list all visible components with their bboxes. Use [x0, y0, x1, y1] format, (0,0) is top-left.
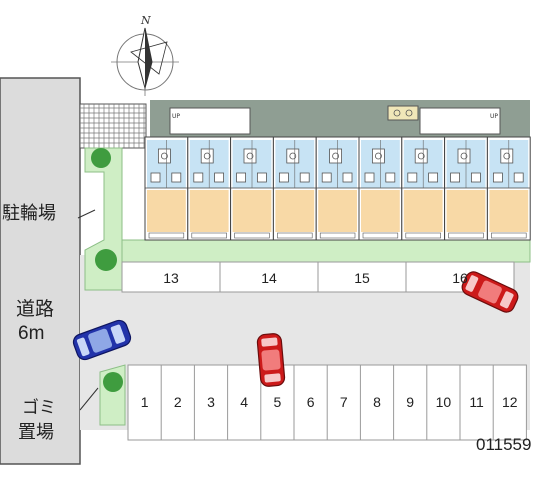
shrub	[95, 249, 117, 271]
red-car	[256, 333, 286, 387]
shrub	[103, 372, 123, 392]
parking-slot-number: 5	[273, 394, 282, 410]
shrub	[91, 148, 111, 168]
garbage-label-line1: ゴミ	[22, 398, 56, 418]
mailbox-icon	[387, 105, 419, 121]
apartment-unit	[187, 136, 232, 241]
parking-slot-number: 6	[306, 394, 315, 410]
leader-line	[79, 387, 99, 411]
stair-landing	[419, 107, 501, 135]
road-strip	[0, 77, 81, 465]
stair-landing	[169, 107, 251, 135]
parking-slot-number: 12	[502, 394, 518, 410]
parking-slot-number: 1	[140, 394, 149, 410]
road-label-line2: 6m	[18, 323, 45, 344]
apartment-unit	[144, 136, 189, 241]
property-id: 011559	[476, 435, 532, 454]
blue-car	[72, 319, 132, 361]
garbage-label-line2: 置場	[18, 422, 54, 443]
lower-parking-row	[127, 364, 527, 441]
parking-slot-number: 4	[240, 394, 249, 410]
bicycle-parking-label: 駐輪場	[2, 203, 56, 224]
road-label-line1: 道路	[16, 298, 55, 320]
parking-slot-number: 7	[339, 394, 348, 410]
parking-slot-number: 14	[261, 270, 277, 286]
bicycle-parking-area	[79, 103, 147, 149]
apartment-building	[144, 136, 531, 241]
apartment-unit	[358, 136, 403, 241]
apartment-unit	[444, 136, 488, 241]
apartment-unit	[272, 136, 317, 241]
apartment-unit	[315, 136, 360, 241]
greenery-front	[121, 239, 531, 263]
apartment-unit	[486, 136, 531, 241]
stair-up-label: UP	[172, 113, 180, 120]
parking-slot-number: 3	[207, 394, 215, 410]
red-car	[461, 271, 519, 313]
parking-slot-number: 9	[406, 394, 415, 410]
leader-line	[77, 209, 96, 219]
parking-slot-number: 8	[373, 394, 381, 410]
stair-up-label: UP	[490, 113, 498, 120]
apartment-unit	[230, 136, 274, 241]
parking-slot-number: 13	[163, 270, 179, 286]
parking-slot-number: 11	[469, 394, 484, 410]
compass-rose-icon	[111, 27, 179, 96]
upper-parking-row	[121, 261, 515, 293]
parking-slot-number: 10	[435, 394, 452, 410]
parking-slot-number: 15	[354, 270, 370, 286]
parking-slot-number: 16	[452, 270, 468, 286]
apartment-unit	[401, 136, 446, 241]
parking-slot-number: 2	[173, 394, 182, 410]
north-label: N	[140, 14, 151, 27]
